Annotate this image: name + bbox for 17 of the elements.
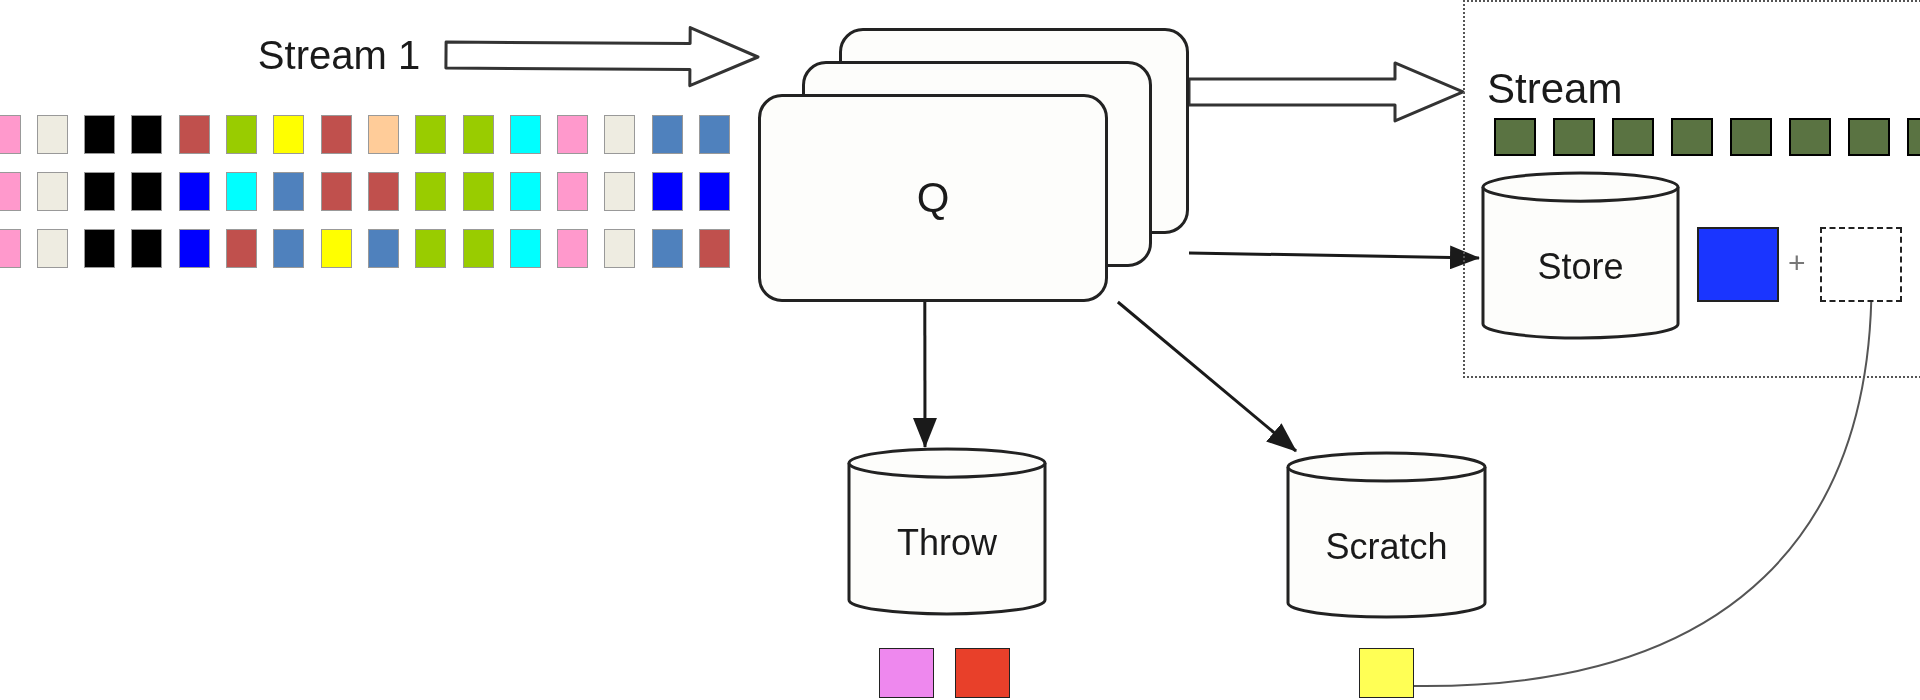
node-label: Stream 1 xyxy=(257,35,421,75)
dotted-group-box xyxy=(1463,0,1920,378)
node-label: Q xyxy=(916,177,950,219)
plus-sign: + xyxy=(1788,248,1806,278)
color-square xyxy=(1359,648,1414,698)
hollow-arrow xyxy=(444,26,760,88)
hollow-arrow xyxy=(1187,61,1465,123)
node-label: Scratch xyxy=(1325,525,1448,567)
node-label: Throw xyxy=(897,522,997,563)
node-label: Stream xyxy=(1487,65,1623,112)
dashed-square xyxy=(1820,227,1902,302)
arrow xyxy=(1116,300,1297,453)
arrow xyxy=(1188,245,1480,270)
node-label: Store xyxy=(1537,246,1624,287)
card-stack xyxy=(758,28,1189,302)
arrow xyxy=(912,302,937,448)
color-square xyxy=(1697,227,1779,302)
